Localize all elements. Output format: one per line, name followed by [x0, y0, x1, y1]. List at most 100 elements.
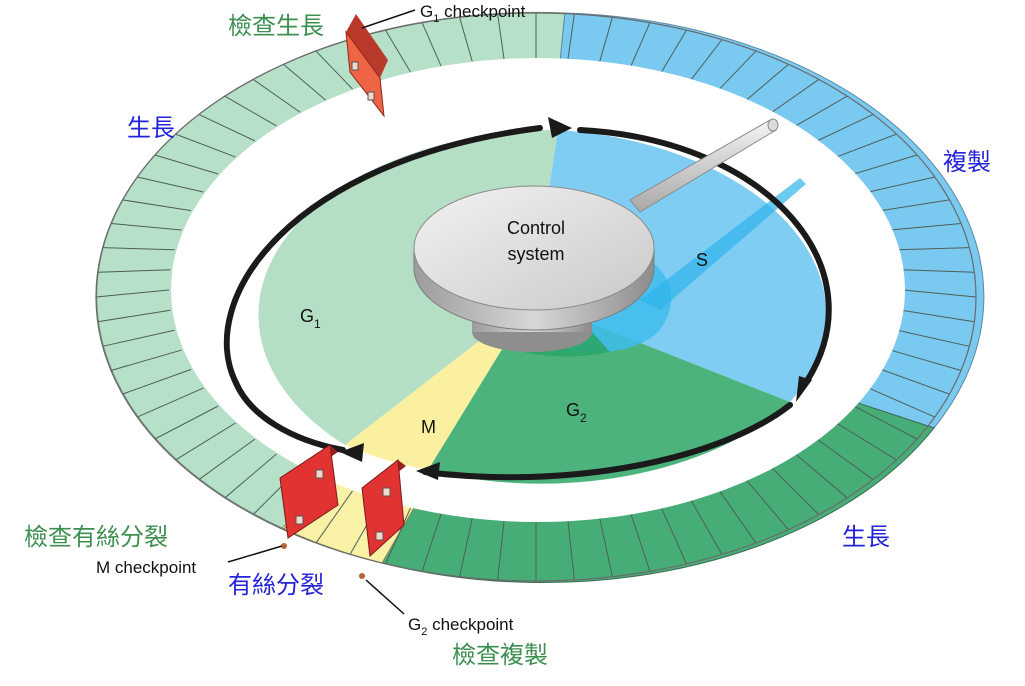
- ring-segment-line: [661, 29, 687, 73]
- ring-segment-line: [497, 14, 505, 59]
- ring-segment-line: [110, 349, 182, 371]
- g2-flag-bolt-bottom: [375, 531, 384, 541]
- g1-checkpoint-label-rest: checkpoint: [439, 2, 525, 21]
- cycle-arrow-left: [233, 380, 346, 453]
- outer-ring-edge: [95, 12, 977, 582]
- ring-segment-line: [836, 422, 897, 461]
- phase-g2-label-base: G: [566, 400, 580, 420]
- g1-checkpoint-flag: [345, 9, 416, 118]
- g2-flag-bolt-top: [382, 487, 391, 497]
- g2-checkpoint-label-sub: 2: [421, 626, 427, 638]
- ring-segment-line: [890, 222, 962, 231]
- cycle-arrow-top: [223, 125, 543, 386]
- ring-segment-line: [630, 22, 651, 67]
- g2-checkpoint-label: G2 checkpoint: [408, 615, 514, 638]
- ring-segment-line: [897, 329, 970, 347]
- g1-flag-bolt-bottom: [367, 91, 375, 101]
- ring-segment-line: [771, 467, 820, 515]
- ring-segment-line: [97, 309, 171, 323]
- ring-segment-line: [122, 199, 192, 212]
- ring-segment-line: [175, 422, 236, 461]
- g2-checkpoint-leader: [365, 579, 405, 615]
- ring-segment-line: [890, 349, 962, 371]
- control-system: Control system: [413, 185, 655, 352]
- growth-left-label: 生長: [127, 114, 175, 142]
- m-flag-face: [279, 444, 339, 539]
- ring-segment-line: [421, 513, 442, 572]
- ring-segment-line: [599, 17, 613, 62]
- rod-shadow: [640, 178, 806, 310]
- ring-segment-line: [102, 329, 175, 347]
- g2-flag-pin: [359, 573, 365, 579]
- ring-segment-line: [868, 176, 935, 193]
- mitosis-label: 有絲分裂: [228, 571, 324, 599]
- ring-segment-line: [198, 438, 256, 480]
- cycle-arrow: [223, 125, 832, 481]
- ring-segment-line: [795, 95, 848, 127]
- ring-segment-line: [459, 518, 473, 577]
- ring-segment-line: [902, 289, 976, 298]
- check-mitosis-label: 檢查有絲分裂: [24, 523, 168, 551]
- ring-segment-line: [719, 50, 757, 90]
- ring-segment-line: [137, 387, 204, 418]
- ring-segment-line: [385, 29, 411, 73]
- m-flag-bolt-top: [315, 469, 324, 479]
- phase-labels: G1 S G2 M: [300, 250, 708, 437]
- ring-segment-line: [315, 50, 353, 90]
- ring-segment-line: [497, 521, 505, 580]
- ring-segment-line: [198, 113, 256, 142]
- ring-segment-line: [897, 247, 970, 251]
- ring-segment-line: [836, 133, 897, 158]
- ring-segment-line: [567, 14, 575, 59]
- ring-segment-line: [690, 500, 723, 555]
- ring-segment-line: [661, 507, 687, 565]
- cycle-arrowheads: [340, 117, 812, 480]
- ring-segment-line: [868, 387, 935, 418]
- control-rod: [629, 118, 779, 213]
- control-rod-tip: [767, 118, 779, 132]
- m-flag-pin: [281, 543, 287, 549]
- check-growth-label: 檢查生長: [228, 12, 324, 40]
- ring-segment-line: [137, 176, 204, 193]
- ring-segment-line: [746, 63, 789, 101]
- g1-checkpoint-label-base: G: [420, 2, 433, 21]
- phase-g1-label-base: G: [300, 306, 314, 326]
- m-checkpoint-flag: [227, 444, 339, 563]
- g1-flag-edge: [346, 14, 388, 78]
- phase-g2-label: G2: [566, 400, 587, 425]
- phase-g1-label: G1: [300, 306, 321, 331]
- ring-segment-line: [224, 95, 277, 127]
- ring-segment-line: [96, 289, 170, 298]
- m-checkpoint-label: M checkpoint: [96, 558, 196, 577]
- control-disc-top: [413, 185, 655, 311]
- ring-segment-line: [567, 521, 575, 580]
- arrowhead-bottom: [416, 462, 440, 480]
- ring-segment-line: [746, 479, 789, 530]
- m-checkpoint-leader: [227, 545, 283, 563]
- ring-segment-line: [816, 438, 874, 480]
- ring-segment-line: [771, 79, 820, 113]
- chinese-labels: 檢查生長 生長 複製 生長 檢查有絲分裂 有絲分裂 檢查複製: [24, 12, 991, 669]
- ring-segment-line: [252, 79, 301, 113]
- ring-segment-line: [795, 453, 848, 499]
- ring-segment-line: [719, 490, 757, 544]
- ring-segment-line: [816, 113, 874, 142]
- ring-segment-line: [122, 368, 192, 395]
- g1-checkpoint-label: G1 checkpoint: [420, 2, 526, 25]
- ring-segment-line: [154, 154, 219, 175]
- ring-segment-line: [901, 269, 975, 273]
- checkpoint-labels: G1 checkpoint M checkpoint G2 checkpoint: [96, 2, 526, 638]
- ring-segment-line: [102, 247, 175, 251]
- g1-checkpoint-label-sub: 1: [433, 13, 439, 25]
- g2-checkpoint-label-base: G: [408, 615, 421, 634]
- ring-segment-line: [630, 513, 651, 572]
- ring-segment-line: [110, 222, 182, 231]
- phase-m-label: M: [421, 417, 436, 437]
- check-replication-label: 檢查複製: [452, 641, 548, 669]
- g2-flag-face: [361, 459, 405, 558]
- ring-segment-line: [853, 405, 918, 440]
- ring-segment-line: [901, 309, 975, 323]
- phase-g2-label-sub: 2: [580, 411, 587, 425]
- arrowhead-top: [548, 117, 572, 138]
